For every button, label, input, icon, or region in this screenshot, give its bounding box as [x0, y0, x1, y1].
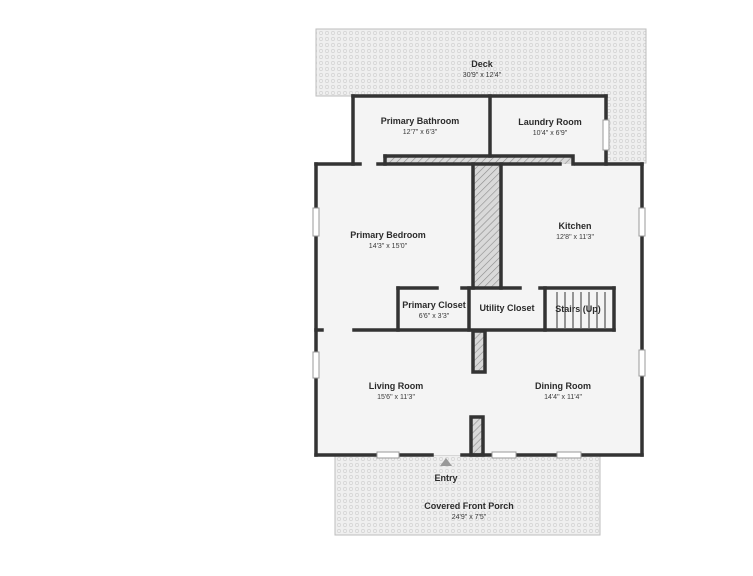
primary-bathroom-label: Primary Bathroom: [381, 116, 460, 126]
windows: [312, 119, 646, 459]
covered-front-porch-label: Covered Front Porch: [424, 501, 514, 511]
living-room-dimensions: 15'6" x 11'3": [377, 394, 415, 401]
stairs-label: Stairs (Up): [555, 304, 601, 314]
primary-bedroom-dimensions: 14'3" x 15'0": [369, 243, 408, 250]
laundry-room-label: Laundry Room: [518, 117, 582, 127]
primary-bedroom-label: Primary Bedroom: [350, 230, 426, 240]
chimney-stem: [473, 164, 501, 288]
laundry-room-dimensions: 10'4" x 6'9": [533, 130, 568, 137]
living-room-label: Living Room: [369, 381, 424, 391]
covered-front-porch-area: [334, 454, 601, 536]
chimney-top: [385, 156, 573, 164]
deck-dimensions: 30'9" x 12'4": [463, 72, 502, 79]
stairs-treads: [556, 292, 606, 328]
walls: [314, 94, 644, 457]
primary-closet-label: Primary Closet: [402, 300, 466, 310]
deck-label: Deck: [471, 59, 494, 69]
entry-arrow-icon: [440, 458, 452, 466]
utility-closet-label: Utility Closet: [479, 303, 534, 313]
covered-front-porch-dimensions: 24'9" x 7'5": [452, 514, 487, 521]
kitchen-dimensions: 12'8" x 11'3": [556, 234, 594, 241]
dining-room-label: Dining Room: [535, 381, 591, 391]
column-lower: [471, 417, 483, 455]
primary-closet-dimensions: 6'6" x 3'3": [419, 313, 450, 320]
kitchen-label: Kitchen: [558, 221, 591, 231]
dining-room-dimensions: 14'4" x 11'4": [544, 394, 582, 401]
entry-label: Entry: [434, 473, 457, 483]
column-middle: [473, 331, 485, 372]
primary-bathroom-dimensions: 12'7" x 6'3": [403, 129, 438, 136]
